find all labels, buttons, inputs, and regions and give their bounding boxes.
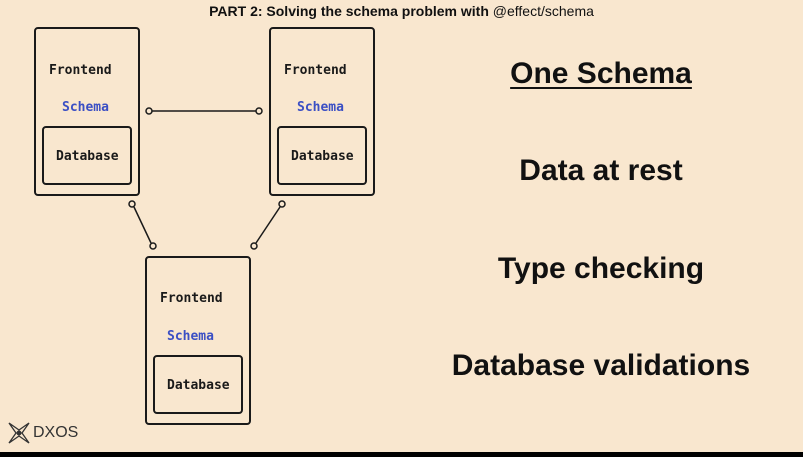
connector-2-3 bbox=[255, 206, 281, 244]
logo-text: DXOS bbox=[33, 424, 79, 441]
frontend-label-1: Frontend bbox=[49, 63, 112, 78]
database-box-1 bbox=[42, 126, 132, 185]
database-box-2 bbox=[277, 126, 367, 185]
bottom-bar bbox=[0, 452, 803, 457]
point-type-checking: Type checking bbox=[497, 252, 705, 285]
frontend-label-3: Frontend bbox=[160, 291, 223, 306]
title-prefix: PART 2: Solving the schema problem with bbox=[209, 3, 489, 19]
point-database-validations: Database validations bbox=[451, 349, 751, 382]
peer-box-3 bbox=[145, 256, 251, 425]
peer-box-1 bbox=[34, 27, 140, 196]
schema-label-1: Schema bbox=[62, 100, 109, 115]
schema-label-2: Schema bbox=[297, 100, 344, 115]
point-one-schema: One Schema bbox=[510, 57, 692, 90]
database-label-1: Database bbox=[56, 149, 119, 164]
connector-endpoints bbox=[128, 107, 286, 250]
peer-box-2 bbox=[269, 27, 375, 196]
database-label-2: Database bbox=[291, 149, 354, 164]
dxos-logo: DXOS bbox=[8, 422, 78, 444]
database-box-3 bbox=[153, 355, 243, 414]
connector-1-3 bbox=[133, 206, 152, 244]
database-label-3: Database bbox=[167, 378, 230, 393]
point-data-at-rest: Data at rest bbox=[519, 154, 683, 187]
title-suffix: @effect/schema bbox=[488, 3, 594, 19]
frontend-label-2: Frontend bbox=[284, 63, 347, 78]
dxos-star-icon bbox=[8, 422, 30, 444]
slide-title: PART 2: Solving the schema problem with … bbox=[0, 3, 803, 19]
schema-label-3: Schema bbox=[167, 329, 214, 344]
